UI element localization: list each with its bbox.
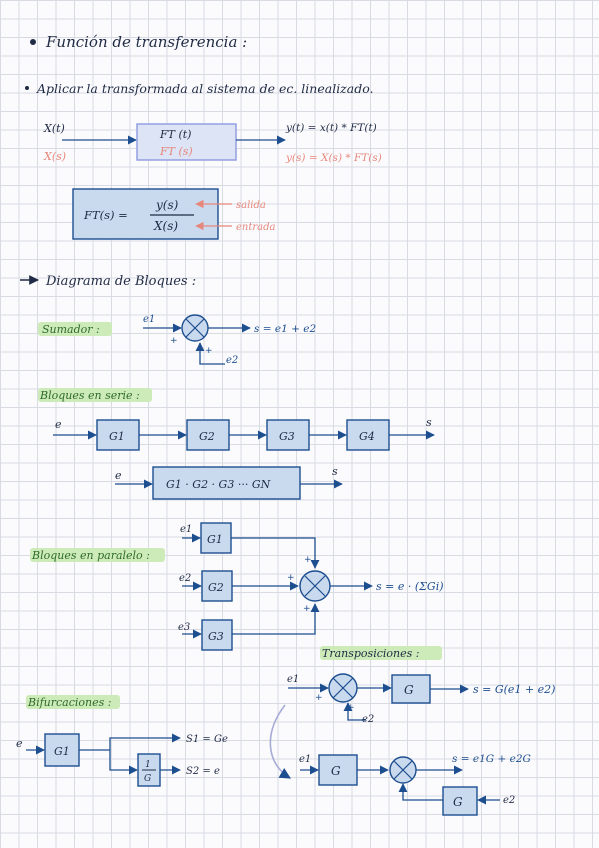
trans-bottom-input-2: e2	[503, 795, 515, 806]
parallel-block-1-label: G1	[207, 533, 223, 546]
parallel-section: Bloques en paralelo : e1 G1 e2 G2 e3 G3 …	[30, 522, 444, 651]
series-output: s	[426, 416, 432, 429]
trans-top-input-2: e2	[362, 714, 374, 725]
transpositions-section: Transposiciones : e1 + + e2 G s = G(e1 +…	[269, 646, 555, 816]
series-block-1-label: G1	[109, 430, 125, 443]
bifurcations-label-highlight	[26, 695, 120, 709]
trans-top-sign-1: +	[315, 693, 323, 703]
parallel-label: Bloques en paralelo :	[31, 549, 150, 562]
bifurcation-output-2: S2 = e	[186, 766, 220, 777]
ft-box	[136, 123, 237, 161]
transpositions-label: Transposiciones :	[322, 647, 419, 660]
trans-top-block-label: G	[404, 683, 414, 697]
transpositions-label-highlight	[320, 646, 442, 660]
parallel-block-3-label: G3	[208, 630, 224, 643]
parallel-block-1	[200, 522, 232, 554]
trans-bottom-block-2	[442, 786, 478, 816]
ft-output-note: salida	[236, 200, 266, 211]
ft-input-note: entrada	[236, 222, 276, 233]
parallel-label-highlight	[30, 548, 165, 562]
parallel-block-2	[201, 570, 233, 602]
adder-sign-2: +	[205, 346, 213, 356]
series-combined-input: e	[115, 469, 122, 482]
bifurcation-inverse-numerator: 1	[145, 760, 151, 770]
bifurcation-branch-2-wire	[109, 750, 138, 775]
ft-formula-box	[72, 188, 219, 240]
ft-formula-denominator: X(s)	[153, 219, 178, 233]
adder-input-2: e2	[226, 355, 238, 366]
bifurcation-branch-1-wire	[109, 733, 181, 750]
trans-bottom-cross-2	[393, 760, 413, 780]
bifurcation-block-label: G1	[54, 745, 70, 758]
series-block-3-label: G3	[279, 430, 295, 443]
trans-top-block	[391, 674, 431, 704]
trans-top-output: s = G(e1 + e2)	[473, 683, 555, 696]
adder-cross-2	[185, 318, 205, 338]
adder-label-highlight	[38, 322, 112, 336]
trans-top-cross-2	[332, 677, 354, 699]
series-combined-label: G1 · G2 · G3 ··· GN	[166, 478, 271, 491]
bifurcation-input: e	[16, 737, 23, 750]
trans-bottom-feedback-wire	[398, 783, 443, 801]
ft-input-s: X(s)	[43, 150, 66, 163]
ft-block-diagram: X(t) X(s) FT (t) FT (s) y(t) = x(t) * FT…	[43, 122, 382, 164]
bifurcations-section: Bifurcaciones : e G1 S1 = Ge 1 G S2 = e	[16, 695, 228, 787]
series-block-2-label: G2	[199, 430, 215, 443]
adder-output: s = e1 + e2	[254, 323, 316, 335]
trans-bottom-input-1: e1	[299, 754, 311, 765]
ft-formula-lhs: FT(s) =	[83, 208, 128, 222]
parallel-output: s = e · (ΣGi)	[376, 580, 444, 593]
parallel-block-3	[201, 619, 233, 651]
adder-section: Sumador : e1 + s = e1 + e2 + e2	[38, 314, 316, 366]
intro-bullet	[25, 86, 29, 90]
block-diagrams-title: Diagrama de Bloques :	[45, 274, 196, 289]
adder-input-2-wire	[195, 342, 225, 365]
bifurcation-inverse-denominator: G	[144, 774, 151, 784]
series-label-highlight	[38, 388, 152, 402]
title-bullet	[30, 39, 36, 45]
adder-sign-1: +	[170, 336, 178, 346]
ft-box-s: FT (s)	[159, 145, 193, 158]
ft-input-time: X(t)	[43, 122, 65, 135]
trans-bottom-output: s = e1G + e2G	[452, 753, 531, 765]
parallel-wire-1	[231, 537, 320, 569]
ft-formula: FT(s) = y(s) X(s) salida entrada	[72, 188, 276, 240]
parallel-sign-3: +	[303, 604, 311, 614]
trans-top-input-1: e1	[287, 674, 299, 685]
adder-label: Sumador :	[42, 323, 100, 336]
trans-top-input-2-wire	[343, 702, 366, 721]
series-section: Bloques en serie : e G1 G2 G3 G4 s e G1 …	[38, 388, 435, 500]
trans-bottom-block-1-label: G	[331, 764, 341, 778]
series-label: Bloques en serie :	[39, 389, 140, 402]
trans-bottom-block-2-label: G	[453, 795, 463, 809]
adder-input-1: e1	[143, 314, 155, 325]
ft-output-s: y(s) = X(s) * FT(s)	[285, 152, 382, 164]
intro-text: Aplicar la transformada al sistema de ec…	[36, 81, 374, 96]
parallel-sign-2: +	[287, 573, 295, 583]
series-block-4	[346, 419, 390, 451]
bifurcations-label: Bifurcaciones :	[27, 696, 111, 709]
series-block-2	[186, 419, 230, 451]
parallel-input-2: e2	[179, 573, 191, 584]
parallel-block-2-label: G2	[208, 581, 224, 594]
transposition-curved-arrow	[269, 704, 291, 779]
series-block-4-label: G4	[359, 430, 375, 443]
ft-output-time: y(t) = x(t) * FT(t)	[285, 122, 377, 134]
ft-formula-numerator: y(s)	[155, 198, 179, 212]
ft-box-time: FT (t)	[159, 128, 191, 141]
series-combined-output: s	[332, 465, 338, 478]
series-combined-block	[152, 466, 301, 500]
bifurcation-output-1: S1 = Ge	[186, 734, 228, 745]
page-title: Función de transferencia :	[45, 33, 247, 51]
parallel-input-1: e1	[180, 524, 192, 535]
parallel-cross-2	[304, 575, 326, 597]
parallel-wire-3	[232, 603, 320, 635]
parallel-sign-1: +	[304, 555, 312, 565]
series-input: e	[55, 418, 62, 431]
parallel-input-3: e3	[178, 622, 190, 633]
